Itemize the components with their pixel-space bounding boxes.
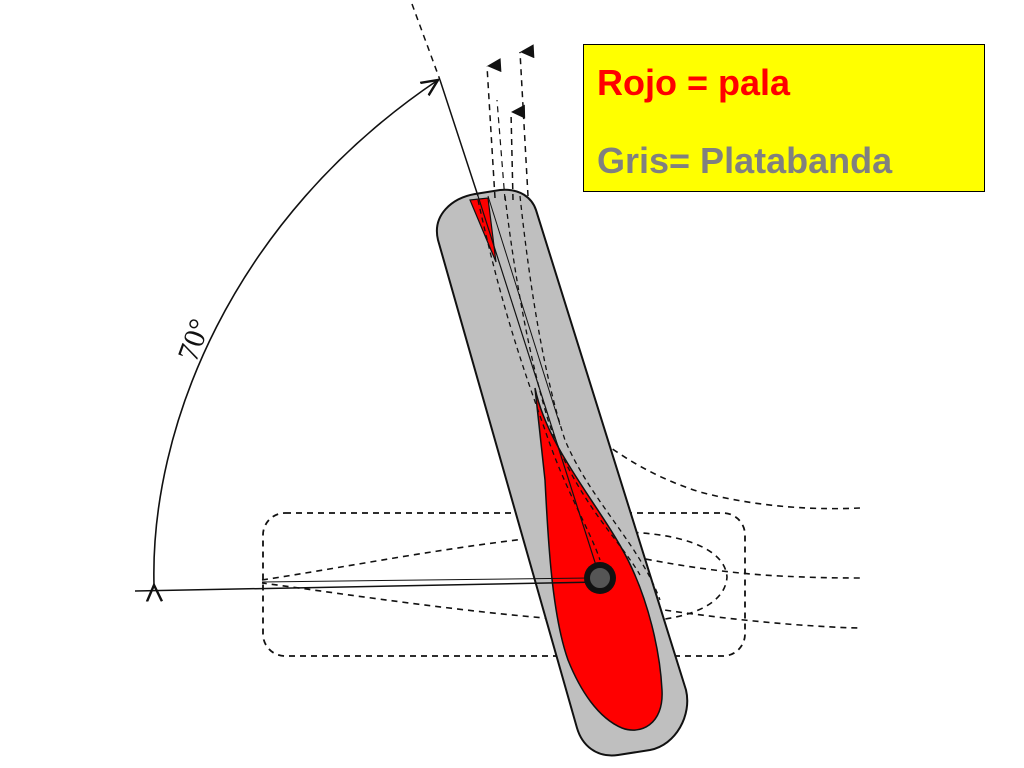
- pivot-hole-inner: [588, 566, 612, 590]
- motion-arrow-right: [519, 44, 535, 197]
- sweep-curve-upper: [544, 392, 861, 510]
- angle-arc: [154, 80, 438, 585]
- blade-axis-line: [477, 195, 601, 579]
- rotated-reference-line: [439, 79, 479, 197]
- rotated-reference-line-dashed: [411, 3, 441, 81]
- blade-dashed-outline-3: [519, 195, 661, 601]
- sweep-curve-middle: [559, 539, 863, 579]
- motion-arrow-left: [486, 58, 502, 199]
- motion-arrow-left-2: [496, 99, 506, 201]
- blade-dashed-outline-2: [504, 195, 641, 576]
- horizontal-reference-line: [134, 581, 601, 592]
- initial-blade-outline: [261, 531, 728, 624]
- angle-label: 70°: [172, 315, 217, 366]
- blade-axis-line-2: [487, 195, 561, 426]
- legend-box: Rojo = pala Gris= Platabanda: [583, 44, 985, 192]
- legend-blade-label: Rojo = pala: [597, 62, 791, 103]
- blade-dashed-outline-1: [477, 199, 601, 561]
- motion-arrow-middle: [510, 104, 526, 201]
- legend-plate-label: Gris= Platabanda: [597, 140, 893, 181]
